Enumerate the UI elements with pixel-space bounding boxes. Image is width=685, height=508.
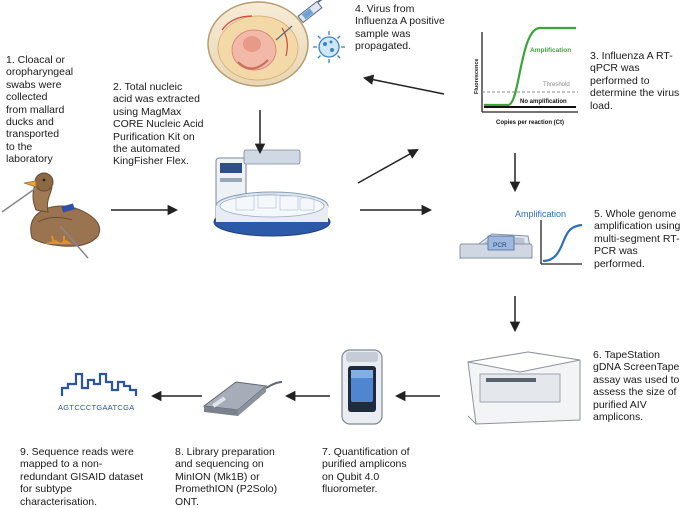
step-4-text: 4. Virus from Influenza A positive sampl…: [355, 3, 445, 53]
sequence-reads-graphic: [60, 372, 138, 396]
syringe-icon: [275, 0, 323, 41]
pcr-amplification-plot: [540, 220, 583, 265]
qpcr-ylabel: Fluorescence: [474, 59, 480, 94]
pcr-device-label: PCR: [493, 242, 507, 249]
qpcr-no-amplification-label: No amplification: [520, 99, 567, 105]
amplification-curve: [484, 26, 576, 107]
egg-embryo-icon: [207, 1, 309, 87]
tapestation-icon: [467, 351, 581, 425]
qubit-fluorometer-icon: [341, 349, 383, 425]
step-2-text: 2. Total nucleic acid was extracted usin…: [113, 81, 204, 168]
minion-sequencer-icon: [202, 381, 283, 416]
qpcr-plot: [481, 26, 578, 113]
step-9-text: 9. Sequence reads were mapped to a non- …: [20, 446, 144, 508]
step-1-text: 1. Cloacal or oropharyngeal swabs were c…: [6, 54, 74, 166]
arrow-3-to-4: [362, 74, 445, 95]
flow-arrows: [111, 74, 521, 402]
pcr-machine-icon: [458, 233, 533, 259]
qpcr-amplification-label: Amplification: [530, 47, 571, 54]
qpcr-threshold-label: Threshold: [543, 82, 570, 88]
pcr-curve: [542, 223, 583, 263]
step-5-text: 5. Whole genome amplification using mult…: [594, 208, 681, 270]
qpcr-xlabel: Copies per reaction (Ct): [496, 120, 564, 126]
duck-icon: [1, 172, 101, 259]
step-8-text: 8. Library preparation and sequencing on…: [175, 446, 278, 508]
step-7-text: 7. Quantification of purified amplicons …: [322, 446, 410, 496]
sequence-text: AGTCCCTGAATCGA: [58, 403, 135, 412]
virus-icon: [313, 31, 345, 63]
arrow-2-to-3: [357, 148, 419, 184]
step-3-text: 3. Influenza A RT- qPCR was performed to…: [590, 50, 680, 112]
pcr-amplification-label: Amplification: [515, 209, 566, 219]
kingfisher-instrument-icon: [213, 149, 331, 237]
step-6-text: 6. TapeStation gDNA ScreenTape assay was…: [593, 349, 680, 424]
